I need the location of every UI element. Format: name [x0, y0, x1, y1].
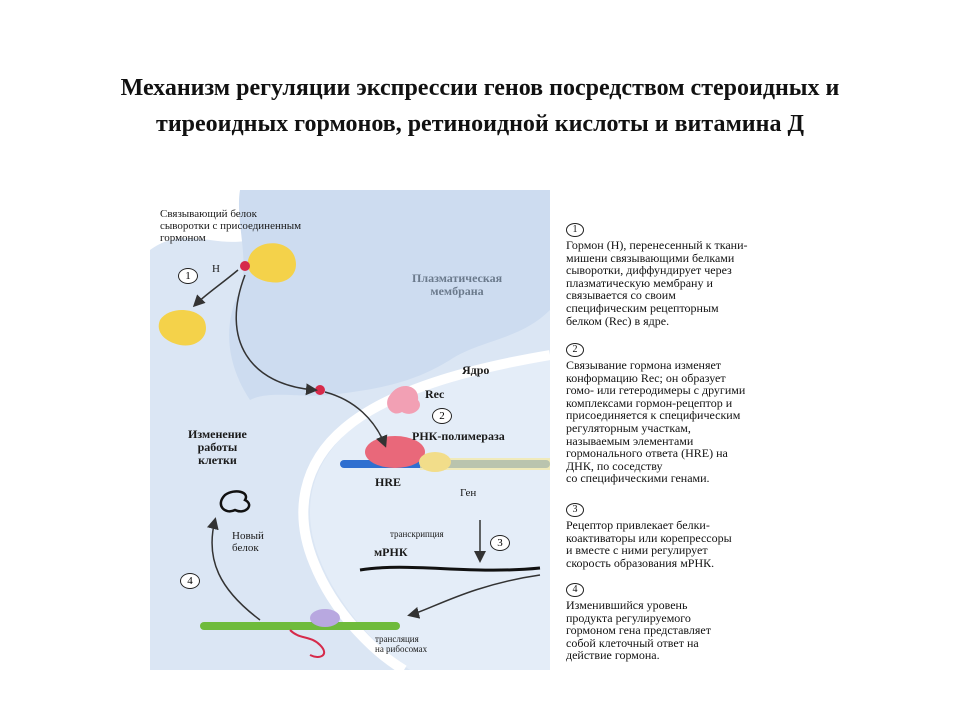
- plasma-membrane-area: [229, 190, 550, 400]
- step-4-text: Изменившийся уровень продукта регулируем…: [566, 598, 711, 663]
- coactivator: [419, 452, 451, 472]
- step-3: 3 Рецептор привлекает белки- коактиватор…: [566, 502, 856, 569]
- hre-label: HRE: [375, 475, 402, 489]
- nucleus-label: Ядро: [462, 363, 490, 377]
- diagram-marker-4: 4: [180, 573, 200, 589]
- nucleus: [310, 360, 550, 670]
- step-1-text: Гормон (H), перенесенный к ткани- мишени…: [566, 238, 748, 328]
- mrna-label: мРНК: [374, 545, 408, 559]
- nascent-protein: [289, 629, 326, 658]
- arrow-hormone-entry: [235, 274, 318, 396]
- step-2-text: Связывание гормона изменяет конформацию …: [566, 358, 746, 486]
- new-protein-fold: [219, 490, 251, 513]
- step-1: 1 Гормон (H), перенесенный к ткани- мише…: [566, 222, 856, 327]
- rec-label: Rec: [425, 387, 445, 401]
- gene-region: [420, 458, 550, 470]
- ribosome: [310, 609, 340, 627]
- new-protein-label: Новый белок: [232, 530, 264, 554]
- mrna-strand: [359, 565, 541, 572]
- gene-regulation-diagram: Связывающий белок сыворотки с присоедине…: [150, 190, 550, 670]
- arrow-mrna-export: [407, 574, 541, 619]
- step-2: 2 Связывание гормона изменяет конформаци…: [566, 342, 856, 485]
- arrow-protein-release: [192, 269, 239, 308]
- serum-protein-free: [158, 310, 206, 346]
- step-3-text: Рецептор привлекает белки- коактиваторы …: [566, 518, 732, 570]
- hormone-molecule: [240, 261, 250, 271]
- receptor-rec: [387, 385, 420, 414]
- diagram-marker-2: 2: [432, 408, 452, 424]
- hormone-label: H: [212, 263, 220, 275]
- step-3-number: 3: [566, 503, 584, 517]
- hormone-in-cytoplasm: [315, 385, 325, 395]
- step-4: 4 Изменившийся уровень продукта регулиру…: [566, 582, 856, 662]
- gene-label: Ген: [460, 487, 477, 499]
- transcription-label: транскрипция: [390, 529, 444, 539]
- arrow-new-protein: [207, 517, 261, 621]
- step-2-number: 2: [566, 343, 584, 357]
- slide-title-line-1: Механизм регуляции экспрессии генов поср…: [120, 75, 840, 101]
- membrane-label: Плазматическая мембрана: [412, 271, 503, 298]
- cell-change-label: Изменение работы клетки: [188, 427, 247, 467]
- diagram-artwork: [150, 190, 550, 670]
- er-ribosome-strand: [200, 622, 400, 630]
- rna-polymerase-label: РНК-полимераза: [412, 429, 505, 443]
- serum-protein-label: Связывающий белок сыворотки с присоедине…: [160, 208, 302, 244]
- arrow-to-nucleus: [324, 391, 388, 448]
- diagram-marker-3: 3: [490, 535, 510, 551]
- step-1-number: 1: [566, 223, 584, 237]
- diagram-marker-1: 1: [178, 268, 198, 284]
- step-4-number: 4: [566, 583, 584, 597]
- slide-title-line-2: тиреоидных гормонов, ретиноидной кислоты…: [156, 111, 804, 137]
- translation-label: трансляция на рибосомах: [375, 634, 428, 654]
- serum-protein-bound: [247, 243, 296, 283]
- slide-title: Механизм регуляции экспрессии генов поср…: [20, 70, 940, 142]
